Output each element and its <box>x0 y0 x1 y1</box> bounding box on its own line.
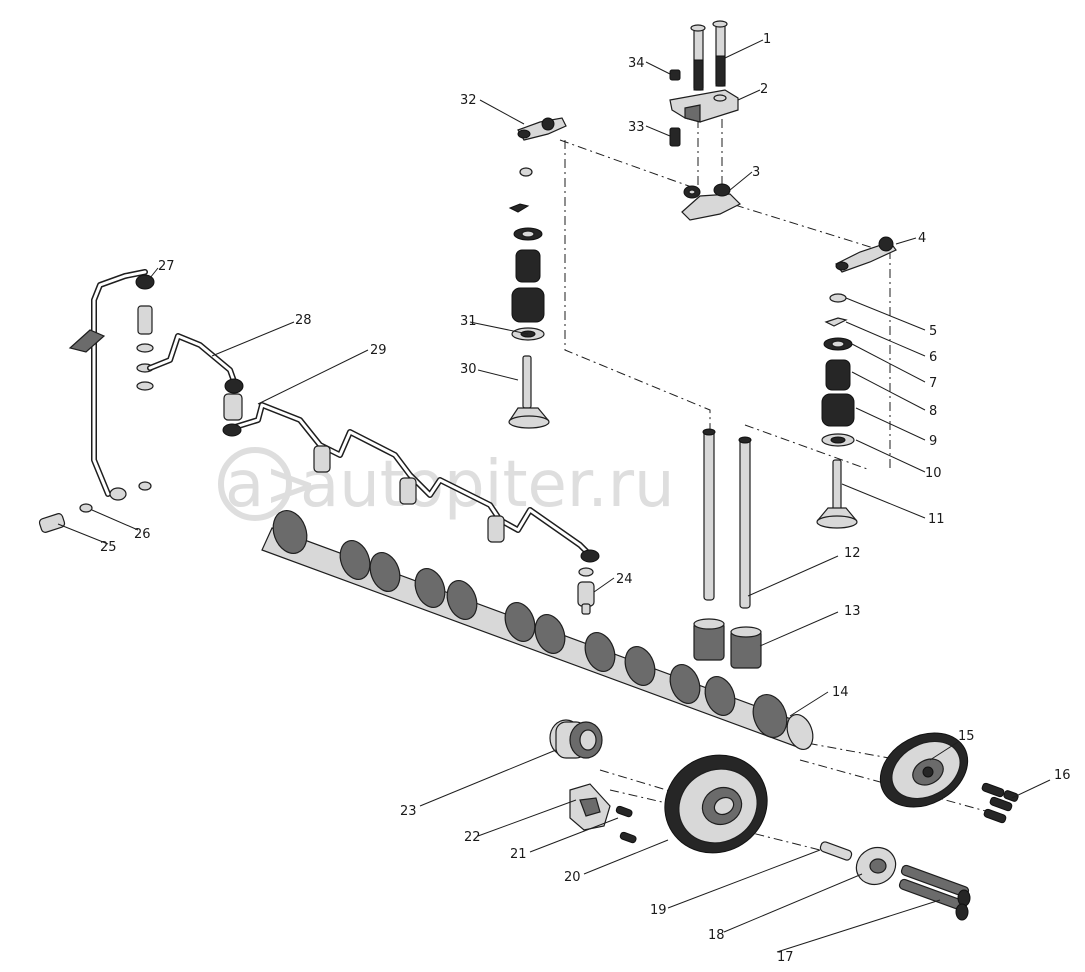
leader-lines <box>57 39 1051 953</box>
callout-25: 25 <box>100 540 117 555</box>
rocker-bolts <box>690 20 728 91</box>
callout-4: 4 <box>918 231 926 246</box>
valve-stack-left <box>508 167 550 429</box>
callout-33: 33 <box>628 120 645 135</box>
callout-2: 2 <box>760 82 768 97</box>
bolts-17 <box>898 864 971 921</box>
banjo-bolt-25 <box>38 481 152 533</box>
callout-21: 21 <box>510 847 527 862</box>
callout-17: 17 <box>777 950 794 965</box>
callout-20: 20 <box>564 870 581 885</box>
tappets <box>693 618 762 669</box>
callout-23: 23 <box>400 804 417 819</box>
callout-8: 8 <box>929 404 937 419</box>
fitting-24 <box>577 567 595 615</box>
bolts-21 <box>615 805 637 844</box>
callout-31: 31 <box>460 314 477 329</box>
callout-34: 34 <box>628 56 645 71</box>
fuel-line-27 <box>68 269 155 497</box>
callout-13: 13 <box>844 604 861 619</box>
callout-10: 10 <box>925 466 942 481</box>
callout-28: 28 <box>295 313 312 328</box>
callout-16: 16 <box>1054 768 1071 783</box>
callout-15: 15 <box>958 729 975 744</box>
fuel-line-29 <box>222 393 600 563</box>
cam-gear <box>879 732 969 808</box>
callout-5: 5 <box>929 324 937 339</box>
callout-18: 18 <box>708 928 725 943</box>
watermark-text: autopiter.ru <box>300 448 675 522</box>
fuel-line-28 <box>147 333 244 394</box>
bushing-23 <box>549 719 603 759</box>
rocker-arm-32 <box>517 117 567 141</box>
callout-14: 14 <box>832 685 849 700</box>
stud-33 <box>669 127 681 147</box>
callout-6: 6 <box>929 350 937 365</box>
callout-22: 22 <box>464 830 481 845</box>
callout-19: 19 <box>650 903 667 918</box>
callout-12: 12 <box>844 546 861 561</box>
camshaft <box>261 510 814 751</box>
callout-1: 1 <box>763 32 771 47</box>
watermark: a> autopiter.ru <box>218 447 675 522</box>
rocker-bracket <box>681 183 742 221</box>
callout-26: 26 <box>134 527 151 542</box>
callout-9: 9 <box>929 434 937 449</box>
callout-3: 3 <box>752 165 760 180</box>
watermark-logo: a> <box>225 448 318 522</box>
washer-18 <box>855 846 897 886</box>
nut-34 <box>669 69 681 81</box>
callout-27: 27 <box>158 259 175 274</box>
callout-7: 7 <box>929 376 937 391</box>
callout-24: 24 <box>616 572 633 587</box>
callout-30: 30 <box>460 362 477 377</box>
dowel-19 <box>819 841 853 861</box>
gear-bolts-16 <box>981 782 1019 824</box>
callout-29: 29 <box>370 343 387 358</box>
callout-32: 32 <box>460 93 477 108</box>
push-rods <box>702 428 752 609</box>
valve-stack-right <box>816 293 858 529</box>
rocker-arm-4 <box>835 236 897 273</box>
idler-gear <box>664 754 768 854</box>
callout-11: 11 <box>928 512 945 527</box>
callout-labels: 1 2 3 4 5 6 7 8 9 10 11 12 13 14 15 16 1… <box>100 32 1071 965</box>
thrust-plate-22 <box>569 783 611 831</box>
watermark-logo-ring <box>218 447 292 521</box>
rocker-support <box>669 89 739 123</box>
